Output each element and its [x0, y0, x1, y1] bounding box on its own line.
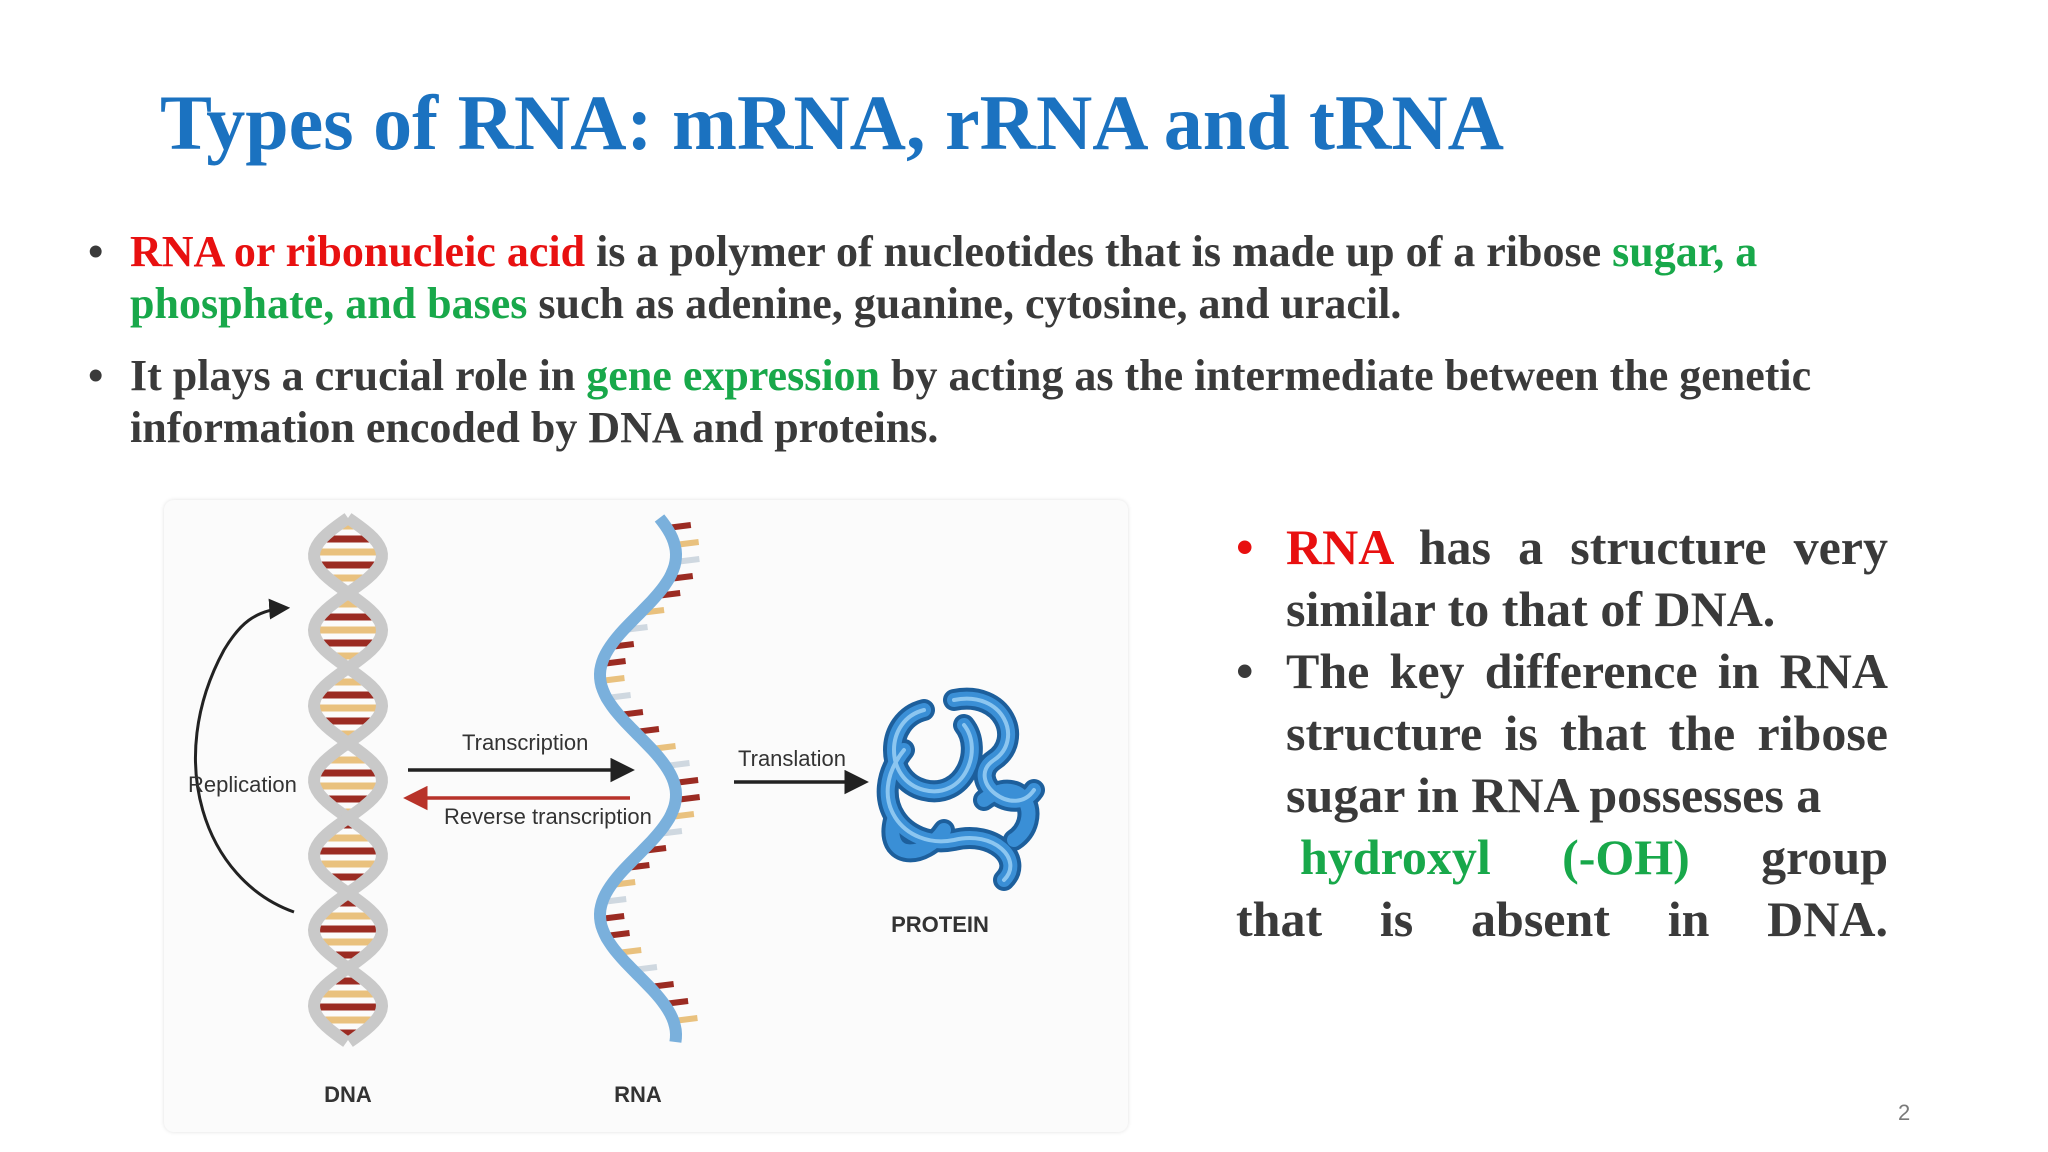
gene-expression-term: gene expression — [586, 351, 881, 400]
diagram-canvas: Replication Transcription Reverse transc… — [188, 513, 1045, 1107]
bullet-marker: • — [1236, 519, 1254, 575]
slide-title: Types of RNA: mRNA, rRNA and tRNA — [160, 79, 1505, 166]
bullet-text: by acting as the intermediate between th… — [130, 351, 1812, 452]
hydroxyl-line: hydroxyl (-OH) group — [1236, 826, 1888, 888]
bullet-text: such as adenine, guanine, cytosine, and … — [527, 279, 1402, 328]
dna-backbone — [307, 513, 389, 1047]
bullet-text: is a polymer of nucleotides that is made… — [585, 227, 1613, 276]
reverse-transcription-label: Reverse transcription — [444, 804, 652, 829]
protein-structure — [876, 687, 1045, 891]
replication-label: Replication — [188, 772, 297, 797]
page-number: 2 — [1898, 1100, 1911, 1125]
bullet-marker: • — [1236, 643, 1254, 699]
rna-backbone — [593, 514, 683, 1043]
protein-label: PROTEIN — [891, 912, 989, 937]
bullet-text: has a structure very similar to that of … — [1286, 519, 1888, 637]
bullet-key-difference: • The key difference in RNA structure is… — [1236, 640, 1888, 826]
bullet-text: group — [1689, 829, 1888, 885]
dna-label: DNA — [324, 1082, 372, 1107]
rna-term: RNA — [1286, 519, 1392, 575]
bullet-gene-expression: • It plays a crucial role in gene expres… — [88, 350, 1868, 454]
bullet-text: It plays a crucial role in — [130, 351, 587, 400]
bullet-marker: • — [88, 351, 104, 400]
components-term: sugar, a phosphate, and bases — [130, 227, 1758, 328]
right-bullet-list: • RNA has a structure very similar to th… — [1236, 516, 1888, 950]
hydroxyl-term: hydroxyl (-OH) — [1300, 829, 1690, 885]
bullet-marker: • — [88, 227, 104, 276]
dna-helix — [307, 513, 389, 1047]
bullet-key-difference-continued: hydroxyl (-OH) group that is absent in D… — [1236, 826, 1888, 950]
dna-rna-protein-diagram: Replication Transcription Reverse transc… — [164, 500, 1128, 1132]
rna-term: RNA or ribonucleic acid — [130, 227, 586, 276]
replication-arrow — [194, 598, 295, 914]
rna-label: RNA — [614, 1082, 662, 1107]
dna-backbone — [307, 513, 389, 1047]
top-bullet-list: • RNA or ribonucleic acid is a polymer o… — [88, 226, 1868, 474]
bullet-rna-structure: • RNA has a structure very similar to th… — [1236, 516, 1888, 640]
bullet-text-tail: that is absent in DNA. — [1236, 891, 1888, 947]
bullet-rna-definition: • RNA or ribonucleic acid is a polymer o… — [88, 226, 1868, 330]
transcription-label: Transcription — [462, 730, 588, 755]
translation-label: Translation — [738, 746, 846, 771]
bullet-text: The key difference in RNA structure is t… — [1286, 643, 1888, 823]
rna-strand — [593, 514, 701, 1043]
